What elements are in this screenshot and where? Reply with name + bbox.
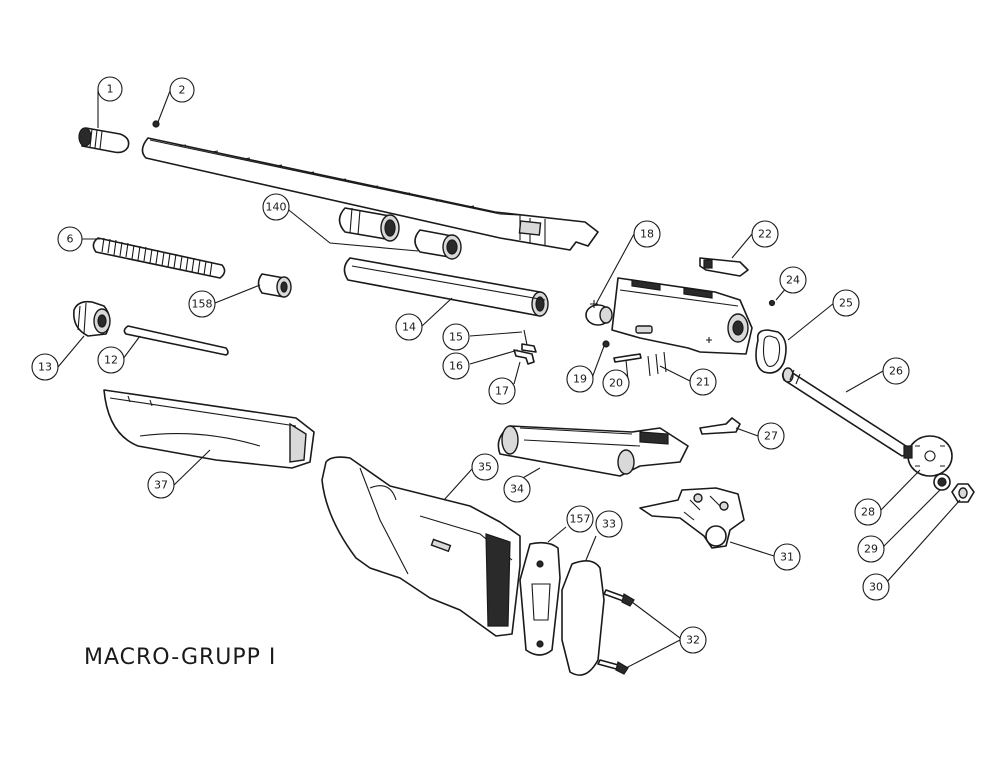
callout-34: 34 — [503, 475, 531, 503]
callout-label: 30 — [869, 581, 883, 594]
callout-22: 22 — [751, 220, 779, 248]
callout-label: 33 — [602, 518, 616, 531]
callout-1: 1 — [97, 76, 123, 102]
part-31-trigger-group — [639, 487, 745, 549]
part-1-muzzle-sleeve — [78, 127, 130, 154]
callout-label: 16 — [449, 360, 463, 373]
callout-label: 158 — [192, 298, 213, 311]
callout-label: 19 — [573, 373, 587, 386]
part-13-magazine-cap — [72, 300, 111, 337]
callout-33: 33 — [595, 510, 623, 538]
part-32-pad-screws — [597, 589, 635, 675]
callout-label: 20 — [609, 377, 623, 390]
callout-label: 15 — [449, 331, 463, 344]
receiver — [611, 277, 753, 355]
callout-19: 19 — [566, 365, 594, 393]
callout-27: 27 — [757, 422, 785, 450]
callout-18: 18 — [633, 220, 661, 248]
callout-37: 37 — [147, 471, 175, 499]
barrel — [141, 137, 599, 251]
callout-label: 31 — [780, 551, 794, 564]
part-2-front-bead — [152, 120, 160, 128]
callout-24: 24 — [779, 266, 807, 294]
part-22-bolt-handle — [699, 257, 749, 277]
part-140-gas-piston — [338, 207, 462, 260]
callout-6: 6 — [57, 226, 83, 252]
part-29-washer — [933, 473, 951, 491]
callout-20: 20 — [602, 369, 630, 397]
callout-30: 30 — [862, 573, 890, 601]
callout-140: 140 — [262, 193, 290, 221]
part-12-guide-rod — [123, 325, 229, 356]
part-28-stock-plate — [903, 435, 953, 477]
callout-label: 28 — [861, 506, 875, 519]
callout-label: 34 — [510, 483, 524, 496]
callout-label: 6 — [67, 233, 74, 246]
part-157-pad-insert — [519, 541, 561, 656]
part-6-recoil-spring — [92, 237, 226, 279]
callout-label: 32 — [686, 634, 700, 647]
part-35-stock — [321, 456, 521, 637]
callout-label: 18 — [640, 228, 654, 241]
callout-28: 28 — [854, 498, 882, 526]
callout-26: 26 — [882, 357, 910, 385]
callout-17: 17 — [488, 377, 516, 405]
callout-label: 13 — [38, 361, 52, 374]
callout-label: 1 — [107, 83, 114, 96]
part-37-forend — [103, 389, 315, 469]
part-16-spring-clip — [521, 343, 537, 353]
callout-label: 25 — [839, 297, 853, 310]
part-19-small-screw — [602, 340, 610, 348]
part-158-bushing — [257, 273, 292, 298]
callout-label: 21 — [696, 376, 710, 389]
callout-label: 24 — [786, 274, 800, 287]
part-25-ring — [755, 329, 787, 374]
callout-label: 37 — [154, 479, 168, 492]
part-33-butt-pad — [561, 560, 605, 676]
callout-32: 32 — [679, 626, 707, 654]
callout-13: 13 — [31, 353, 59, 381]
callout-21: 21 — [689, 368, 717, 396]
callout-29: 29 — [857, 535, 885, 563]
part-20-trigger-pins — [613, 353, 642, 363]
callout-label: 17 — [495, 385, 509, 398]
diagram-title: MACRO-GRUPP I — [84, 645, 276, 670]
callout-12: 12 — [97, 346, 125, 374]
part-18-receiver-plug — [585, 300, 613, 326]
callout-label: 26 — [889, 365, 903, 378]
callout-label: 29 — [864, 543, 878, 556]
callout-label: 27 — [764, 430, 778, 443]
callout-15: 15 — [442, 323, 470, 351]
callout-label: 35 — [478, 461, 492, 474]
callout-2: 2 — [169, 77, 195, 103]
callout-label: 14 — [402, 321, 416, 334]
callout-31: 31 — [773, 543, 801, 571]
callout-25: 25 — [832, 289, 860, 317]
callout-157: 157 — [566, 505, 594, 533]
part-30-nut — [951, 483, 975, 503]
callout-label: 157 — [570, 513, 591, 526]
part-17-latch — [513, 349, 535, 365]
callout-14: 14 — [395, 313, 423, 341]
part-21-pins — [647, 351, 667, 377]
callout-158: 158 — [188, 290, 216, 318]
callout-label: 12 — [104, 354, 118, 367]
callout-label: 22 — [758, 228, 772, 241]
callout-label: 2 — [179, 84, 186, 97]
part-24-small-screw — [768, 299, 776, 307]
part-34-bolt-carrier — [497, 425, 689, 477]
part-27-bolt — [699, 417, 741, 435]
callout-label: 140 — [266, 201, 287, 214]
part-14-magazine-tube — [343, 257, 549, 317]
callout-35: 35 — [471, 453, 499, 481]
callout-16: 16 — [442, 352, 470, 380]
